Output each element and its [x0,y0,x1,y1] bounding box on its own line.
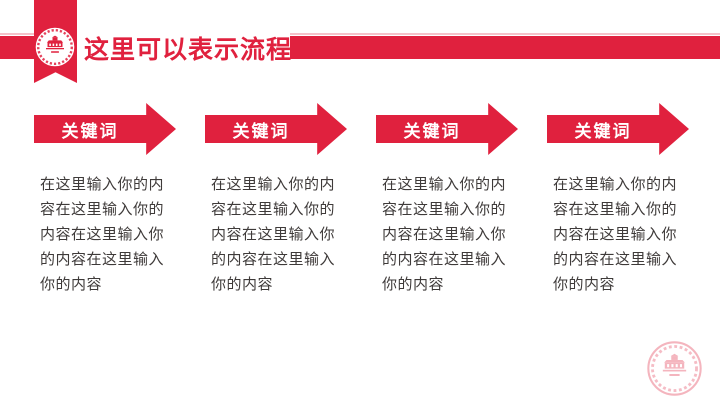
keyword-arrow-label: 关键词 [61,121,119,141]
step-body-text: 在这里输入你的内 容在这里输入你的 内容在这里输入你 的内容在这里输入 你的内容 [382,176,507,293]
step-column-4: 关键词 在这里输入你的内 容在这里输入你的 内容在这里输入你 的内容在这里输入 … [547,103,709,297]
step-body-text: 在这里输入你的内 容在这里输入你的 内容在这里输入你 的内容在这里输入 你的内容 [553,176,678,293]
keyword-arrow-label: 关键词 [403,121,461,141]
title-area: 这里可以表示流程 [77,29,293,66]
step-body-text: 在这里输入你的内 容在这里输入你的 内容在这里输入你 的内容在这里输入 你的内容 [40,176,165,293]
watermark-seal-icon [647,341,702,396]
keyword-arrow-shape: 关键词 [205,103,347,155]
keyword-arrow-shape: 关键词 [547,103,689,155]
step-column-1: 关键词 在这里输入你的内 容在这里输入你的 内容在这里输入你 的内容在这里输入 … [34,103,196,297]
keyword-arrow-shape: 关键词 [376,103,518,155]
page-title: 这里可以表示流程 [84,35,293,64]
step-body-text: 在这里输入你的内 容在这里输入你的 内容在这里输入你 的内容在这里输入 你的内容 [211,176,336,293]
step-column-2: 关键词 在这里输入你的内 容在这里输入你的 内容在这里输入你 的内容在这里输入 … [205,103,367,297]
university-seal-icon [33,25,77,69]
keyword-arrow-shape: 关键词 [34,103,176,155]
process-steps: 关键词 在这里输入你的内 容在这里输入你的 内容在这里输入你 的内容在这里输入 … [34,103,720,303]
step-column-3: 关键词 在这里输入你的内 容在这里输入你的 内容在这里输入你 的内容在这里输入 … [376,103,538,297]
keyword-arrow-label: 关键词 [574,121,632,141]
keyword-arrow-label: 关键词 [232,121,290,141]
header-hairline [0,33,720,35]
